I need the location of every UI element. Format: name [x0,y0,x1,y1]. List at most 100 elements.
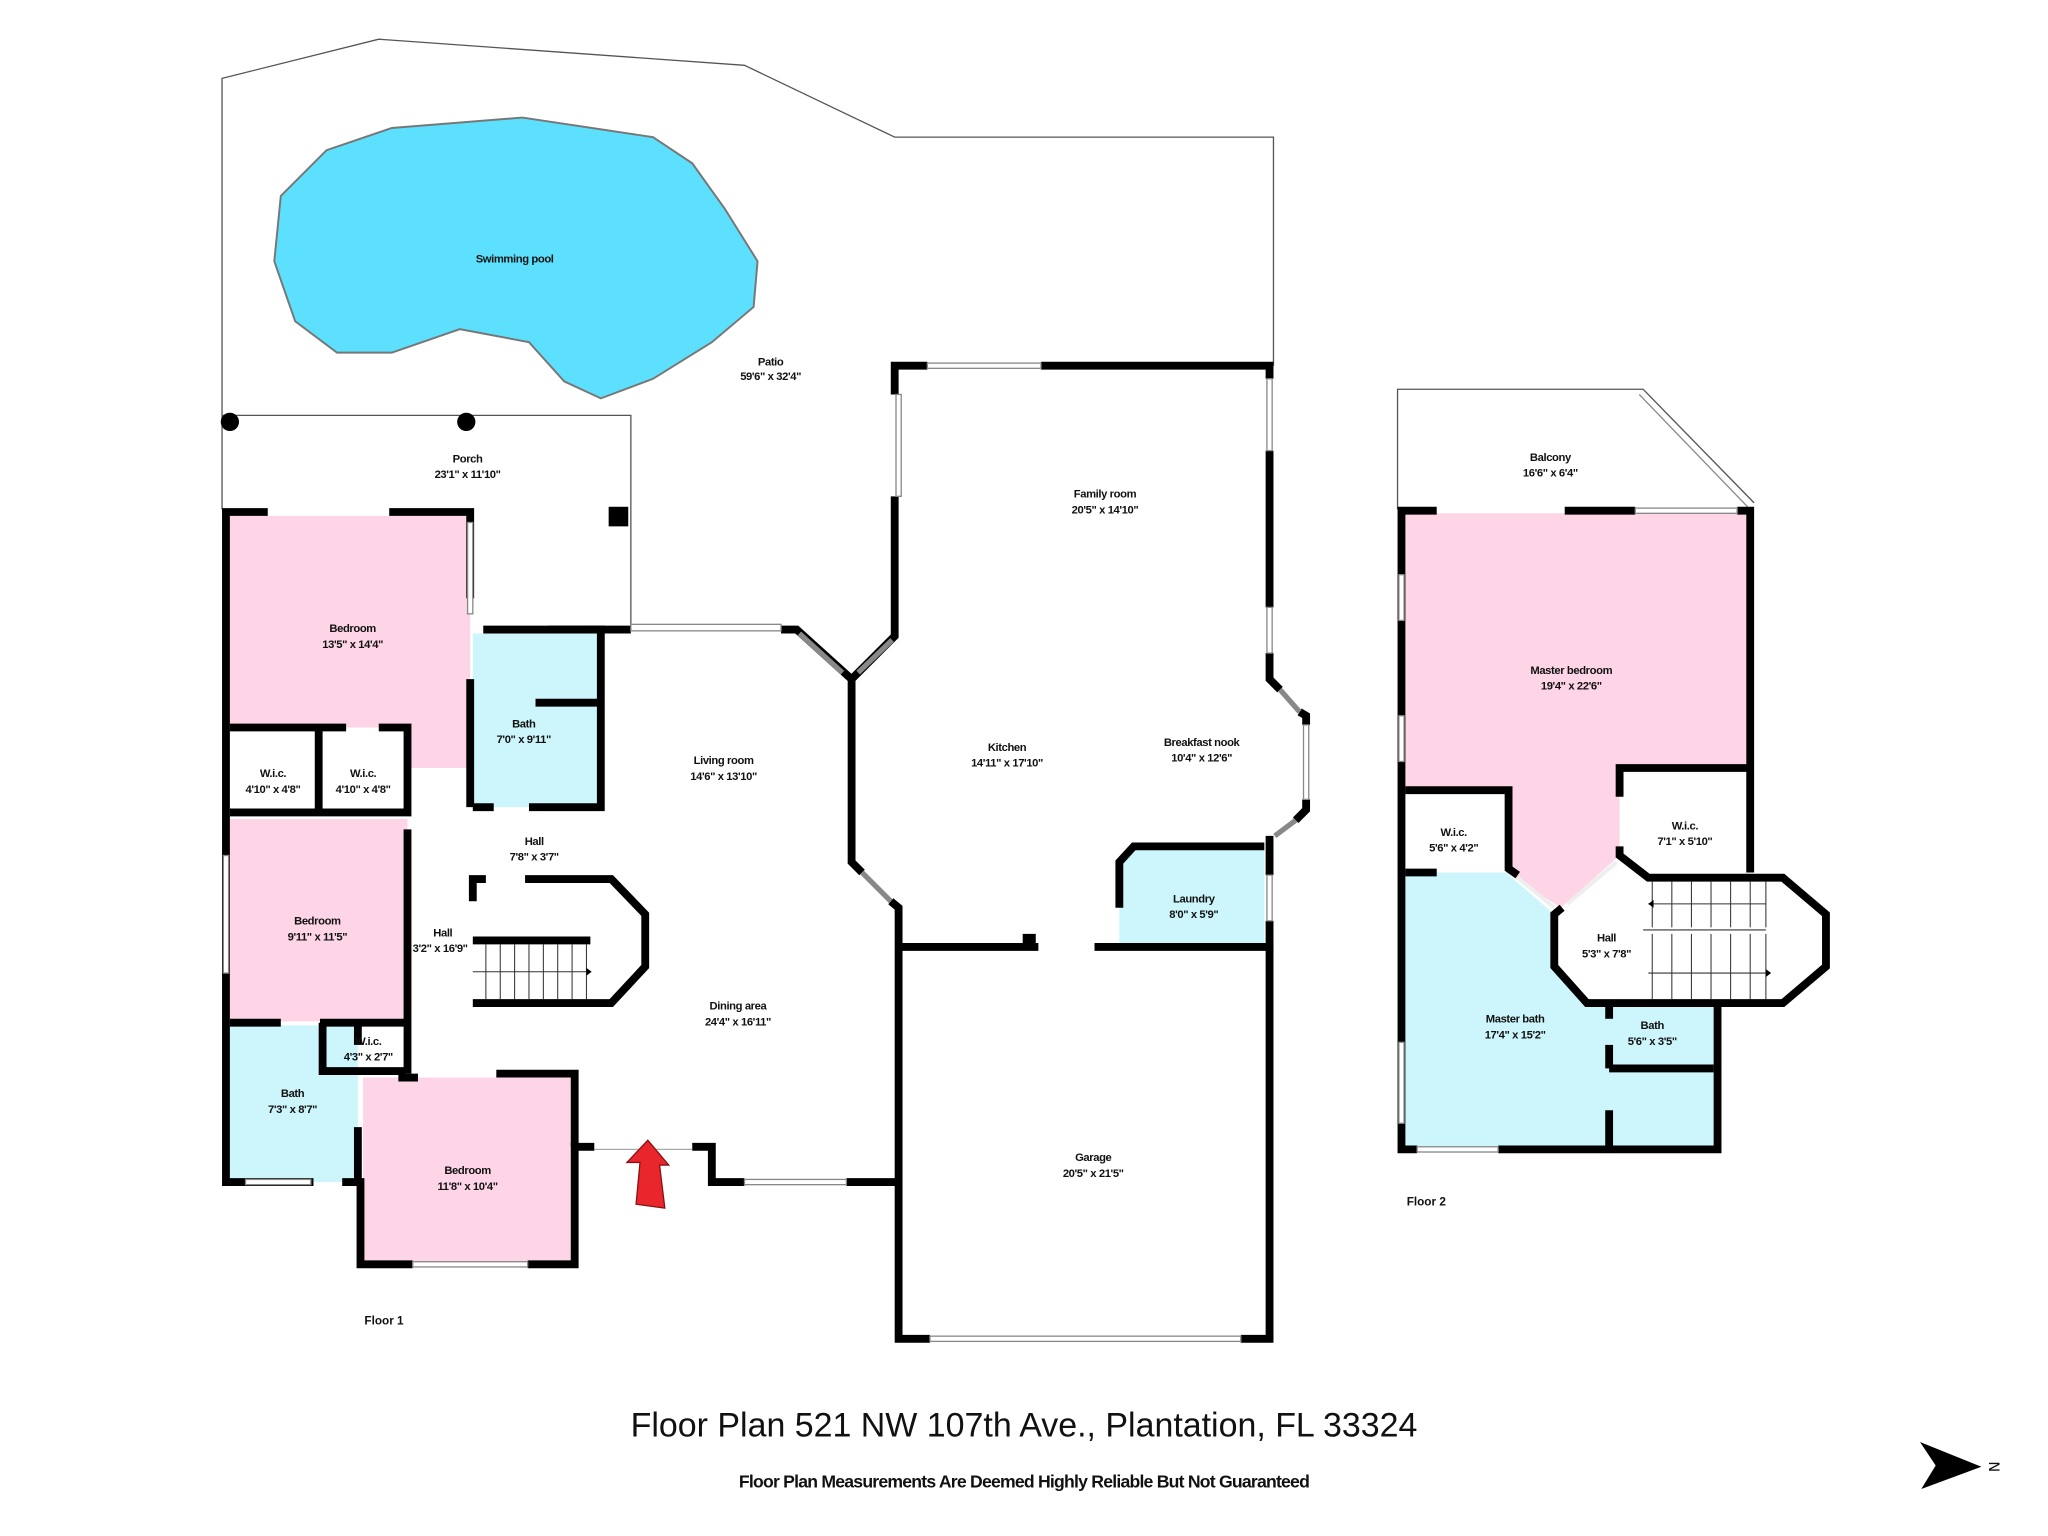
svg-text:4'10" x 4'8": 4'10" x 4'8" [336,784,391,796]
svg-text:17'4" x 15'2": 17'4" x 15'2" [1485,1029,1546,1041]
porch-column [457,412,476,432]
svg-text:Hall: Hall [525,836,544,848]
floor-1-walls [222,361,1311,1343]
svg-text:10'4" x 12'6": 10'4" x 12'6" [1171,752,1232,764]
room-label-living-room: Living room 14'6" x 13'10" [690,755,757,783]
svg-text:19'4" x 22'6": 19'4" x 22'6" [1541,681,1602,693]
floor-2-plan: Balcony 16'6" x 6'4" Master bedroom 19'4" … [1396,388,1830,1209]
entrance-arrow-icon [625,1139,671,1209]
room-label-kitchen: Kitchen 14'11" x 17'10" [971,742,1043,770]
room-label-bedroom: Bedroom 13'5" x 14'4" [322,623,383,651]
svg-text:4'10" x 4'8": 4'10" x 4'8" [246,784,301,796]
svg-text:W.i.c.: W.i.c. [350,768,377,780]
svg-text:Family room: Family room [1074,489,1137,501]
svg-text:Porch: Porch [453,453,483,465]
svg-text:14'11" x 17'10": 14'11" x 17'10" [971,758,1043,770]
svg-text:7'0" x 9'11": 7'0" x 9'11" [497,734,551,746]
svg-text:W.i.c.: W.i.c. [1441,827,1468,839]
bath-2-fill [229,1025,358,1183]
room-label-wic: W.i.c.7'1" x 5'10" [1657,820,1712,848]
svg-text:8'0" x 5'9": 8'0" x 5'9" [1169,909,1218,921]
floor-2-walls [1397,506,1830,1154]
patio-outline [221,38,1275,510]
svg-text:Master bedroom: Master bedroom [1530,665,1612,677]
porch-column [220,412,240,432]
room-label-laundry: Laundry 8'0" x 5'9" [1169,894,1219,922]
bedroom-2-fill [229,818,408,1022]
room-label-bath: Bath 7'3" x 8'7" [268,1088,318,1116]
porch-post [608,506,629,527]
svg-text:W.i.c.: W.i.c. [355,1036,382,1048]
svg-text:16'6" x 6'4": 16'6" x 6'4" [1523,468,1578,480]
north-label: N [1985,1461,2001,1472]
room-label-balcony: Balcony 16'6" x 6'4" [1523,452,1578,480]
room-label-bath: Bath 5'6" x 3'5" [1628,1020,1678,1048]
page-title: Floor Plan 521 NW 107th Ave., Plantation… [631,1407,1418,1445]
bath-1-fill [472,633,601,808]
svg-text:5'6" x 4'2": 5'6" x 4'2" [1429,843,1478,855]
svg-text:W.i.c.: W.i.c. [260,768,287,780]
svg-text:Kitchen: Kitchen [988,742,1027,754]
svg-text:Patio: Patio [758,357,784,369]
floor-1-label: Floor 1 [364,1314,404,1327]
svg-text:14'6" x 13'10": 14'6" x 13'10" [690,771,757,783]
room-label-family-room: Family room 20'5" x 14'10" [1072,489,1139,517]
svg-text:Hall: Hall [1597,933,1616,945]
svg-text:Dining area: Dining area [710,1001,768,1013]
svg-text:3'2" x 16'9": 3'2" x 16'9" [413,943,468,955]
room-label-bedroom: Bedroom 9'11" x 11'5" [288,916,348,944]
master-bedroom-fill [1405,513,1747,908]
svg-text:23'1" x 11'10": 23'1" x 11'10" [435,469,501,481]
svg-text:5'6" x 3'5": 5'6" x 3'5" [1628,1036,1677,1048]
room-label-master-bedroom: Master bedroom 19'4" x 22'6" [1530,665,1613,693]
svg-text:Bath: Bath [512,719,536,731]
svg-text:7'8" x 3'7": 7'8" x 3'7" [510,852,559,864]
svg-text:59'6" x 32'4": 59'6" x 32'4" [740,371,801,383]
svg-text:7'3" x 8'7": 7'3" x 8'7" [268,1104,317,1116]
floor-2-windows [1398,507,1738,1153]
balcony-outline [1396,388,1755,510]
porch-outline [222,414,632,627]
svg-text:Laundry: Laundry [1173,894,1216,906]
svg-text:4'3" x 2'7": 4'3" x 2'7" [344,1052,393,1064]
svg-text:Balcony: Balcony [1530,452,1572,464]
svg-text:Bath: Bath [1641,1020,1665,1032]
room-label-bedroom: Bedroom 11'8" x 10'4" [438,1165,499,1193]
room-label-breakfast-nook: Breakfast nook 10'4" x 12'6" [1164,737,1241,765]
svg-text:Bath: Bath [281,1088,305,1100]
floor-1-windows [222,362,1310,1343]
svg-text:Bedroom: Bedroom [444,1165,491,1177]
floor-1-staircase [472,944,592,1000]
swimming-pool-shape [273,116,759,400]
svg-text:11'8" x 10'4": 11'8" x 10'4" [438,1181,498,1193]
room-label-patio: Patio 59'6" x 32'4" [740,357,801,383]
svg-text:Bedroom: Bedroom [329,623,376,635]
north-arrow-icon: N [1920,1441,2001,1489]
master-bath-fill [1405,872,1714,1147]
svg-text:Bedroom: Bedroom [294,916,341,928]
svg-text:13'5" x 14'4": 13'5" x 14'4" [322,639,383,651]
room-label-hall: Hall 5'3" x 7'8" [1582,933,1632,961]
room-label-hall: Hall 7'8" x 3'7" [510,836,560,864]
bedroom-1-fill [229,515,471,728]
room-label-wic: W.i.c. 4'10" x 4'8" [246,768,301,796]
svg-text:9'11" x 11'5": 9'11" x 11'5" [288,931,348,943]
laundry-fill [1119,846,1265,947]
room-label-wic: W.i.c. 4'3" x 2'7" [344,1036,394,1064]
svg-text:5'3" x 7'8": 5'3" x 7'8" [1582,948,1631,960]
svg-text:20'5" x 21'5": 20'5" x 21'5" [1063,1168,1124,1180]
bedroom-1-fill-ext [407,724,471,768]
svg-text:Hall: Hall [433,927,452,939]
svg-text:W.i.c.: W.i.c. [1672,820,1699,832]
bedroom-3-fill [363,1077,575,1265]
svg-text:Breakfast nook: Breakfast nook [1164,737,1241,749]
room-label-bath: Bath 7'0" x 9'11" [497,719,552,747]
room-label-hall: Hall 3'2" x 16'9" [413,927,468,955]
svg-text:Living room: Living room [694,755,754,767]
svg-text:20'5" x 14'10": 20'5" x 14'10" [1072,504,1139,516]
